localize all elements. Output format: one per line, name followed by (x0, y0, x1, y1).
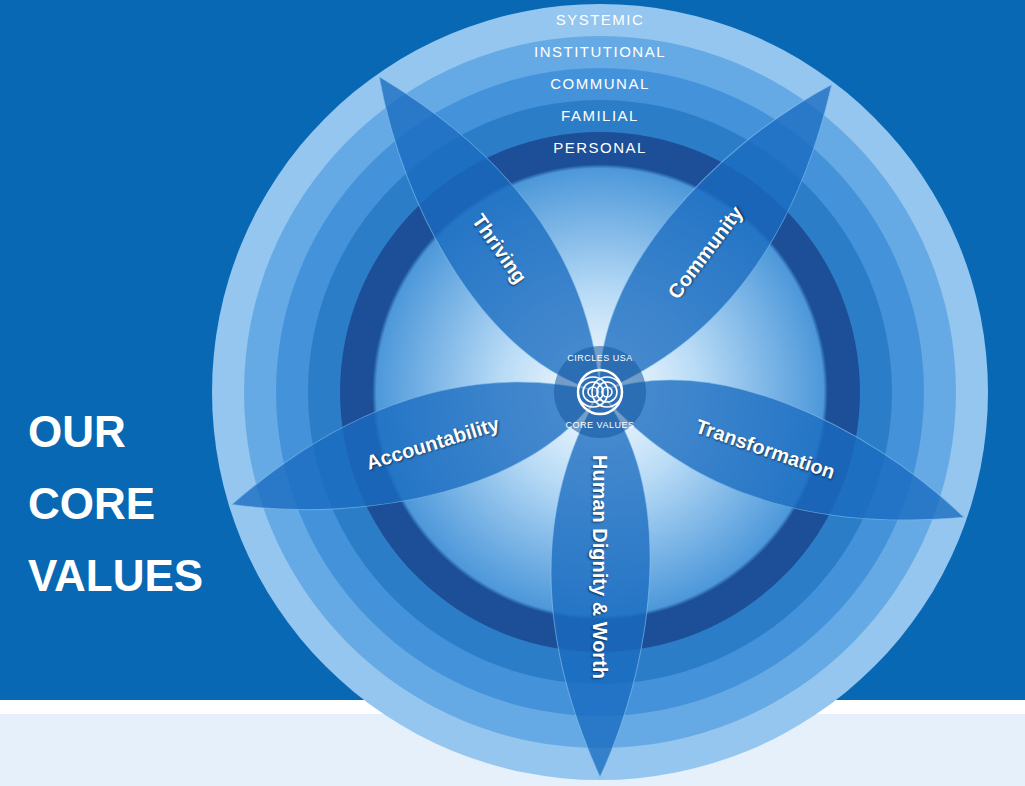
petal-outline (218, 345, 615, 552)
logo-label: CORE VALUES (545, 420, 655, 431)
level-label: FAMILIAL (308, 107, 892, 125)
petal-outline (338, 49, 640, 421)
value-petal: Human Dignity & Worth (535, 392, 665, 777)
value-label: Human Dignity & Worth (588, 455, 612, 679)
level-label: PERSONAL (340, 139, 860, 157)
level-label: INSTITUTIONAL (244, 43, 956, 61)
logo-label: CIRCLES USA (545, 353, 655, 364)
petal-outline (560, 54, 871, 421)
level-label: SYSTEMIC (212, 11, 988, 29)
logo-loops (578, 377, 622, 407)
level-label: COMMUNAL (276, 75, 924, 93)
petal-outline (551, 392, 650, 777)
logo-ring (578, 370, 622, 414)
page-title: OUR CORE VALUES (28, 396, 228, 612)
